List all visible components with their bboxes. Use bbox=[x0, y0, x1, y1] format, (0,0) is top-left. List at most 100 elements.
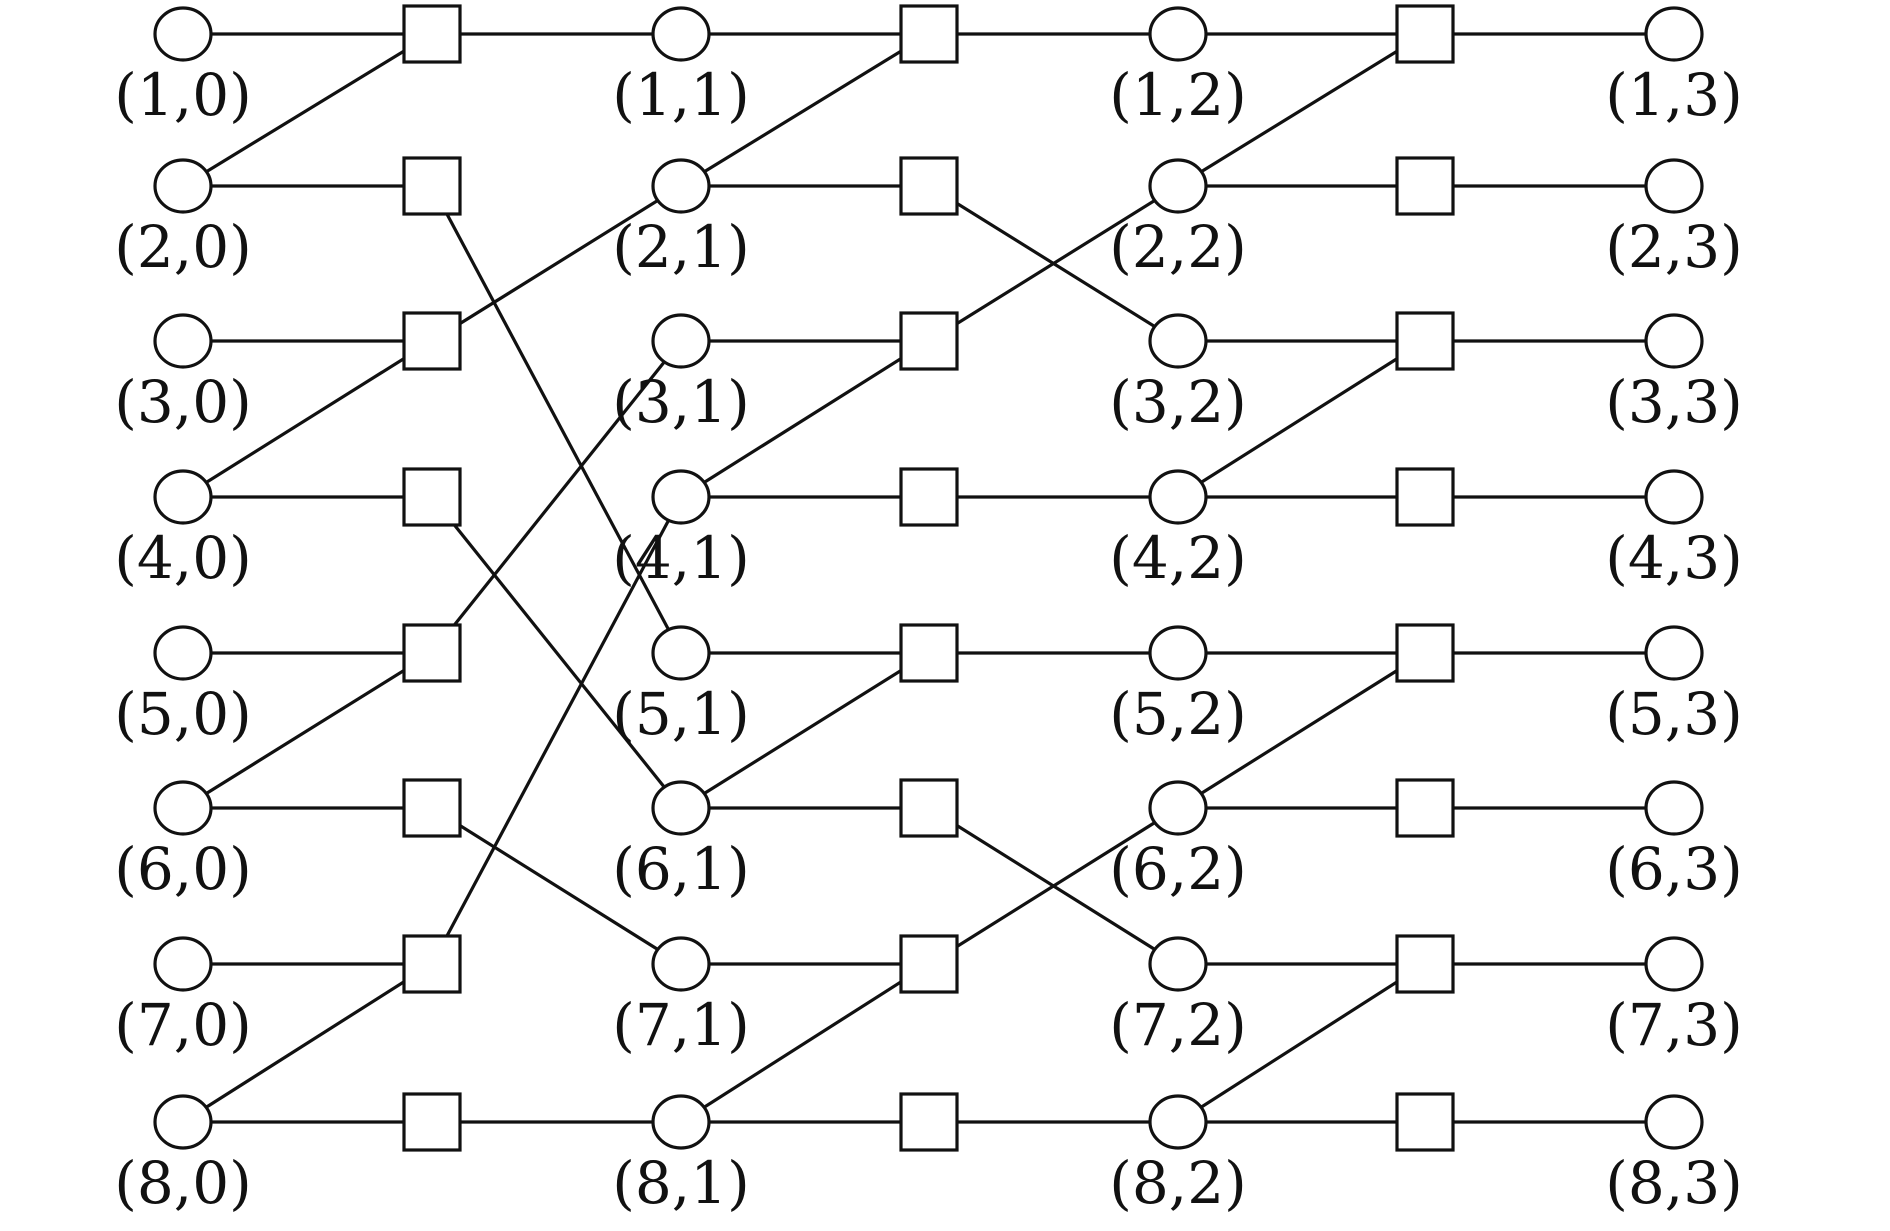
node-label: (2,0) bbox=[114, 213, 252, 281]
check-node bbox=[402, 156, 462, 216]
node-label: (2,2) bbox=[1109, 213, 1247, 281]
check-node bbox=[1395, 934, 1455, 994]
edge-stage0-out bbox=[431, 184, 682, 343]
node-label: (4,3) bbox=[1605, 524, 1743, 592]
check-node bbox=[402, 311, 462, 371]
variable-node bbox=[651, 1094, 711, 1150]
edge-stage1-out bbox=[928, 806, 1179, 966]
variable-node bbox=[153, 625, 213, 681]
edges-layer bbox=[182, 32, 1674, 1124]
check-node bbox=[402, 467, 462, 527]
node-label: (4,2) bbox=[1109, 524, 1247, 592]
check-node bbox=[1395, 778, 1455, 838]
node-label: (4,0) bbox=[114, 524, 252, 592]
node-label: (7,1) bbox=[612, 991, 750, 1059]
check-node bbox=[899, 623, 959, 683]
check-node bbox=[899, 778, 959, 838]
variable-node bbox=[1148, 6, 1208, 62]
node-label: (8,2) bbox=[1109, 1149, 1247, 1217]
edge-stage0-out bbox=[430, 340, 683, 654]
check-nodes-layer bbox=[402, 4, 1455, 1152]
variable-node bbox=[1644, 625, 1704, 681]
node-label: (1,1) bbox=[612, 61, 750, 129]
edge-stage1-in bbox=[680, 339, 930, 499]
variable-node bbox=[1148, 158, 1208, 214]
variable-node bbox=[651, 780, 711, 836]
node-label: (3,3) bbox=[1605, 368, 1743, 436]
variable-node bbox=[153, 780, 213, 836]
node-label: (1,2) bbox=[1109, 61, 1247, 129]
node-label: (4,1) bbox=[612, 524, 750, 592]
variable-node bbox=[1148, 780, 1208, 836]
node-label: (3,2) bbox=[1109, 368, 1247, 436]
node-label: (8,3) bbox=[1605, 1149, 1743, 1217]
check-node bbox=[899, 1092, 959, 1152]
variable-node bbox=[1148, 313, 1208, 369]
check-node bbox=[402, 934, 462, 994]
variable-node bbox=[1644, 780, 1704, 836]
node-label: (5,3) bbox=[1605, 680, 1743, 748]
edge-stage1-in bbox=[680, 32, 930, 188]
check-node bbox=[899, 4, 959, 64]
variable-node bbox=[651, 469, 711, 525]
variable-node bbox=[153, 158, 213, 214]
variable-node bbox=[153, 313, 213, 369]
node-label: (5,0) bbox=[114, 680, 252, 748]
edge-stage1-in bbox=[680, 651, 930, 810]
edge-stage1-out bbox=[928, 184, 1179, 343]
check-node bbox=[1395, 311, 1455, 371]
node-label: (3,1) bbox=[612, 368, 750, 436]
edge-stage1-in bbox=[680, 962, 930, 1124]
check-node bbox=[402, 778, 462, 838]
check-node bbox=[1395, 156, 1455, 216]
node-label: (5,2) bbox=[1109, 680, 1247, 748]
variable-node bbox=[1148, 1094, 1208, 1150]
variable-node bbox=[651, 625, 711, 681]
edge-stage0-in bbox=[182, 651, 433, 810]
node-label: (2,3) bbox=[1605, 213, 1743, 281]
variable-node bbox=[153, 1094, 213, 1150]
variable-node bbox=[651, 6, 711, 62]
variable-node bbox=[1644, 469, 1704, 525]
node-label: (5,1) bbox=[612, 680, 750, 748]
node-label: (6,1) bbox=[612, 835, 750, 903]
check-node bbox=[1395, 467, 1455, 527]
node-label: (7,0) bbox=[114, 991, 252, 1059]
node-label: (6,0) bbox=[114, 835, 252, 903]
variable-node bbox=[651, 936, 711, 992]
variable-node bbox=[153, 936, 213, 992]
node-label: (2,1) bbox=[612, 213, 750, 281]
edge-stage0-in bbox=[182, 32, 433, 188]
variable-node bbox=[651, 158, 711, 214]
edge-stage0-out bbox=[430, 496, 683, 965]
node-label: (8,1) bbox=[612, 1149, 750, 1217]
variable-node bbox=[1148, 469, 1208, 525]
check-node bbox=[402, 1092, 462, 1152]
variable-node bbox=[651, 313, 711, 369]
variable-node bbox=[1148, 625, 1208, 681]
edge-stage0-out bbox=[431, 806, 682, 966]
variable-node bbox=[1644, 6, 1704, 62]
check-node bbox=[1395, 4, 1455, 64]
check-node bbox=[402, 4, 462, 64]
check-node bbox=[402, 623, 462, 683]
variable-node bbox=[1644, 313, 1704, 369]
node-label: (1,3) bbox=[1605, 61, 1743, 129]
node-label: (6,3) bbox=[1605, 835, 1743, 903]
variable-node bbox=[1644, 1094, 1704, 1150]
node-label: (3,0) bbox=[114, 368, 252, 436]
check-node bbox=[899, 467, 959, 527]
variable-node bbox=[1644, 936, 1704, 992]
variable-node bbox=[1148, 936, 1208, 992]
variable-node bbox=[1644, 158, 1704, 214]
edge-stage0-out bbox=[430, 495, 683, 810]
node-label: (7,3) bbox=[1605, 991, 1743, 1059]
check-node bbox=[899, 934, 959, 994]
edge-stage2-in bbox=[1177, 339, 1426, 499]
node-label: (1,0) bbox=[114, 61, 252, 129]
variable-nodes-layer bbox=[153, 6, 1704, 1150]
edge-stage2-in bbox=[1177, 962, 1426, 1124]
check-node bbox=[899, 156, 959, 216]
edge-stage2-in bbox=[1177, 651, 1426, 810]
